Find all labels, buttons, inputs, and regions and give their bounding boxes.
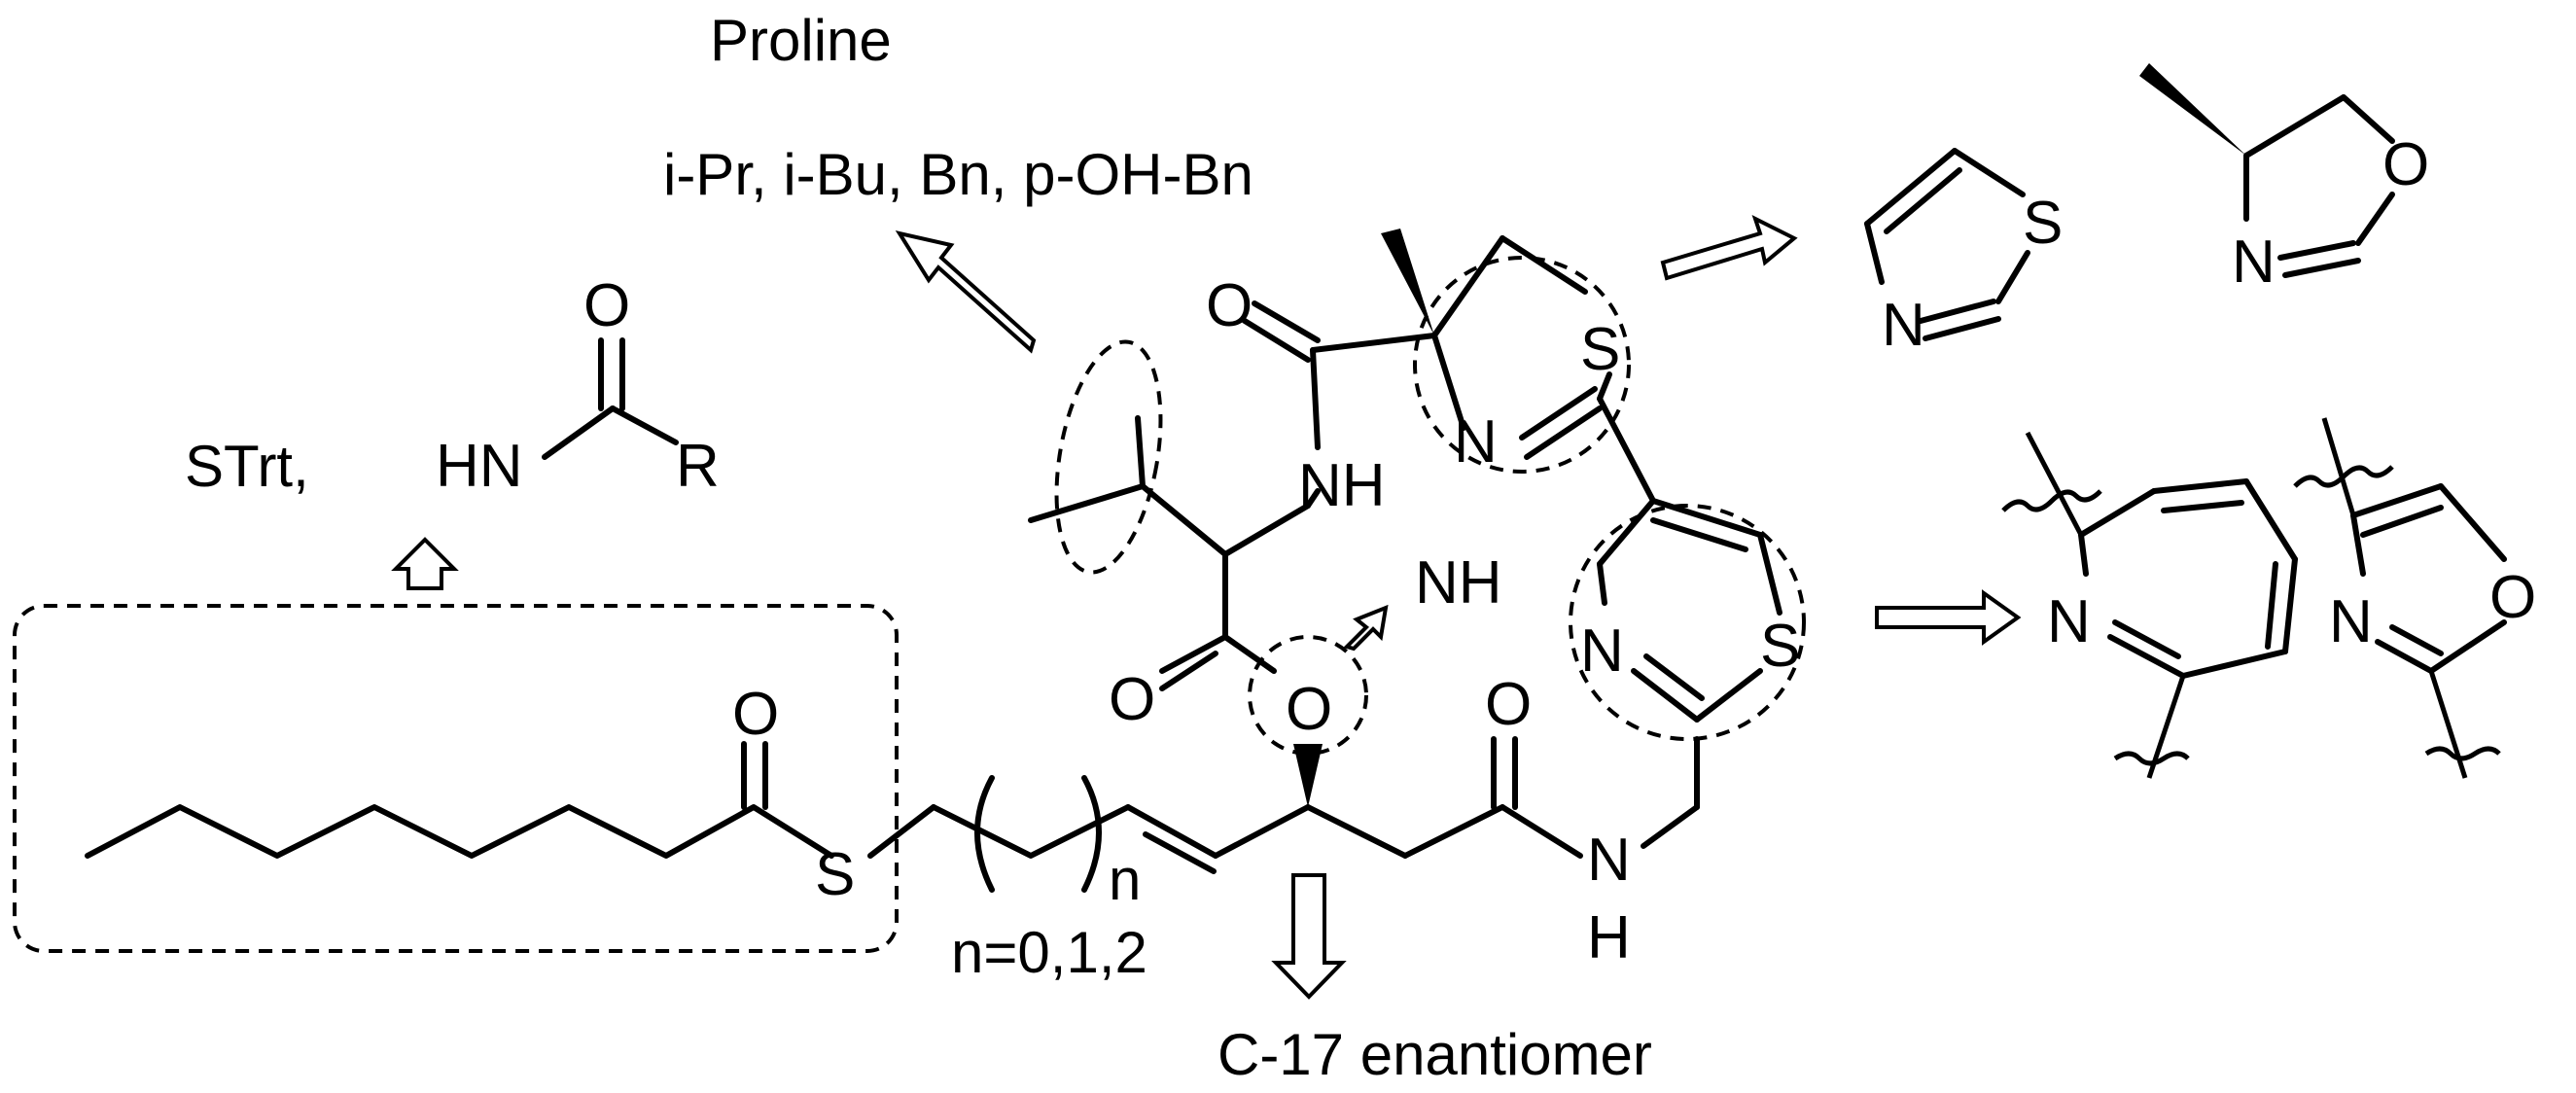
ester-to-nh-arrow — [1343, 604, 1389, 652]
side-chain-dashed-ellipse — [1054, 339, 1163, 575]
thiazoline-dashed-circle — [1413, 256, 1631, 474]
strt-label: STrt, — [185, 434, 309, 499]
r-label: R — [676, 433, 720, 500]
thiazole-variant-arrow — [1875, 589, 2022, 646]
variant-pyridine-n: N — [2047, 588, 2091, 655]
ester-carbonyl-o: O — [1109, 666, 1155, 733]
side-chains-label: i-Pr, i-Bu, Bn, p-OH-Bn — [663, 142, 1253, 207]
thiazoline-s: S — [1580, 316, 1620, 383]
proline-label: Proline — [710, 8, 892, 73]
thioester-s: S — [815, 841, 855, 908]
amide-right-o: O — [1485, 671, 1532, 738]
ester-residue-bonds — [1028, 415, 1321, 691]
thiazole-bonds — [1597, 498, 1782, 723]
down-arrow-c17 — [1271, 873, 1347, 1000]
amide-right-n: N — [1587, 827, 1631, 894]
variant-oxazole-o: O — [2489, 564, 2536, 631]
thiazole-dashed-circle — [1569, 504, 1806, 741]
octanoyl-chain — [85, 741, 834, 859]
nh-variant-label: NH — [1415, 549, 1502, 617]
side-chain-arrow — [895, 229, 1037, 354]
thioester-dashed-box — [13, 604, 899, 953]
ester-o-dashed-circle — [1248, 635, 1368, 756]
stereo-wedge — [1293, 744, 1323, 807]
linker-chain — [867, 736, 1700, 893]
variant-pyridine-bonds — [2001, 431, 2298, 779]
thiazole-n: N — [1580, 617, 1624, 685]
c17-label: C-17 enantiomer — [1217, 1022, 1652, 1087]
amide-o-label: O — [583, 272, 630, 339]
variant-thiazole-bonds — [1864, 148, 2030, 341]
up-arrow-small — [391, 537, 459, 590]
variant-thiazole-s: S — [2023, 190, 2063, 257]
thioester-o: O — [732, 681, 779, 748]
variant-oxazoline-bonds — [2139, 63, 2395, 278]
top-amide-nh: NH — [1298, 452, 1386, 519]
amide-r-bonds — [542, 337, 679, 460]
hn-label: HN — [436, 433, 523, 500]
thiazoline-n: N — [1454, 408, 1498, 476]
ester-o: O — [1286, 676, 1332, 743]
variant-thiazole-n: N — [1882, 292, 1925, 359]
amide-right-h: H — [1587, 904, 1631, 971]
variant-oxazole-n: N — [2329, 588, 2373, 655]
variant-oxazoline-n: N — [2232, 229, 2276, 296]
n-values-label: n=0,1,2 — [951, 920, 1147, 985]
n-subscript: n — [1109, 847, 1141, 912]
thiazoline-variant-arrow — [1660, 215, 1798, 281]
top-amide-bonds — [1242, 229, 1656, 504]
variant-oxazoline-o: O — [2382, 131, 2429, 198]
variant-oxazole-bonds — [2293, 417, 2507, 779]
top-amide-o: O — [1206, 272, 1253, 339]
